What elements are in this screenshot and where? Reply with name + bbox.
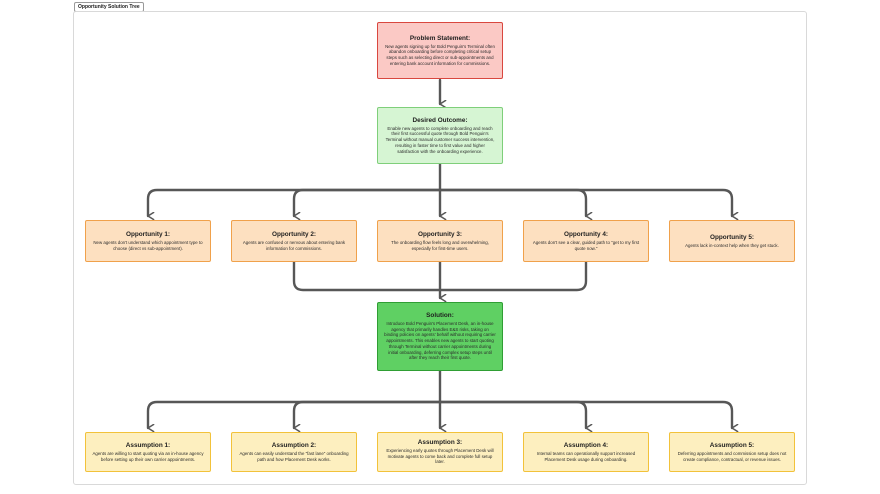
assumption-text: Experiencing early quotes through Placem…: [386, 447, 494, 465]
outcome-text: Enable new agents to complete onboarding…: [385, 125, 495, 154]
connector-branch-asm2: [292, 400, 442, 428]
solution-node[interactable]: Solution: Introduce Bold Penguin's Place…: [377, 302, 503, 371]
connector-branch-opp2: [292, 188, 442, 216]
assumption-title: Assumption 1:: [125, 441, 171, 449]
opportunity-node-1[interactable]: Opportunity 1: New agents don't understa…: [85, 220, 211, 262]
assumption-node-1[interactable]: Assumption 1: Agents are willing to star…: [85, 432, 211, 472]
connector-branch-opp4: [438, 188, 586, 216]
connector-branch-opp1: [146, 188, 442, 216]
assumption-node-4[interactable]: Assumption 4: Internal teams can operati…: [523, 432, 649, 472]
assumption-title: Assumption 4:: [563, 441, 609, 449]
problem-text: New agents signing up for Bold Penguin's…: [385, 43, 495, 66]
connector-branch-asm1: [146, 400, 442, 428]
opportunity-text: Agents are confused or nervous about ent…: [242, 239, 346, 251]
connector-opp4-solution: [438, 260, 588, 292]
connector-branch-asm5: [438, 400, 732, 428]
problem-statement-node[interactable]: Problem Statement: New agents signing up…: [377, 22, 503, 79]
opportunity-node-5[interactable]: Opportunity 5: Agents lack in-context he…: [669, 220, 795, 262]
opportunity-title: Opportunity 3:: [417, 230, 463, 238]
assumption-text: Internal teams can operationally support…: [536, 450, 636, 462]
assumption-title: Assumption 5:: [709, 441, 755, 449]
opportunity-node-2[interactable]: Opportunity 2: Agents are confused or ne…: [231, 220, 357, 262]
opportunity-text: Agents lack in-context help when they ge…: [685, 242, 779, 248]
opportunity-node-3[interactable]: Opportunity 3: The onboarding flow feels…: [377, 220, 503, 262]
assumption-text: Agents are willing to start quoting via …: [92, 450, 204, 462]
opportunity-text: New agents don't understand which appoin…: [93, 239, 203, 251]
opportunity-title: Opportunity 5:: [709, 233, 755, 241]
assumption-node-3[interactable]: Assumption 3: Experiencing early quotes …: [377, 432, 503, 472]
problem-title: Problem Statement:: [409, 34, 471, 42]
solution-text: Introduce Bold Penguin's Placement Desk,…: [384, 321, 496, 361]
opportunity-text: Agents don't see a clear, guided path to…: [532, 239, 640, 251]
assumption-text: Agents can easily understand the "fast l…: [239, 450, 349, 462]
connector-opp2-solution: [292, 260, 442, 292]
assumption-title: Assumption 2:: [271, 441, 317, 449]
assumption-text: Deferring appointments and commission se…: [677, 450, 787, 462]
opportunity-title: Opportunity 4:: [563, 230, 609, 238]
desired-outcome-node[interactable]: Desired Outcome: Enable new agents to co…: [377, 107, 503, 164]
opportunity-title: Opportunity 2:: [271, 230, 317, 238]
assumption-node-5[interactable]: Assumption 5: Deferring appointments and…: [669, 432, 795, 472]
opportunity-title: Opportunity 1:: [125, 230, 171, 238]
assumption-node-2[interactable]: Assumption 2: Agents can easily understa…: [231, 432, 357, 472]
opportunity-text: The onboarding flow feels long and overw…: [391, 239, 489, 251]
connector-branch-asm4: [438, 400, 586, 428]
assumption-title: Assumption 3:: [417, 438, 463, 446]
connector-branch-opp5: [438, 188, 732, 216]
solution-title: Solution:: [426, 312, 454, 320]
opportunity-node-4[interactable]: Opportunity 4: Agents don't see a clear,…: [523, 220, 649, 262]
outcome-title: Desired Outcome:: [412, 116, 468, 124]
